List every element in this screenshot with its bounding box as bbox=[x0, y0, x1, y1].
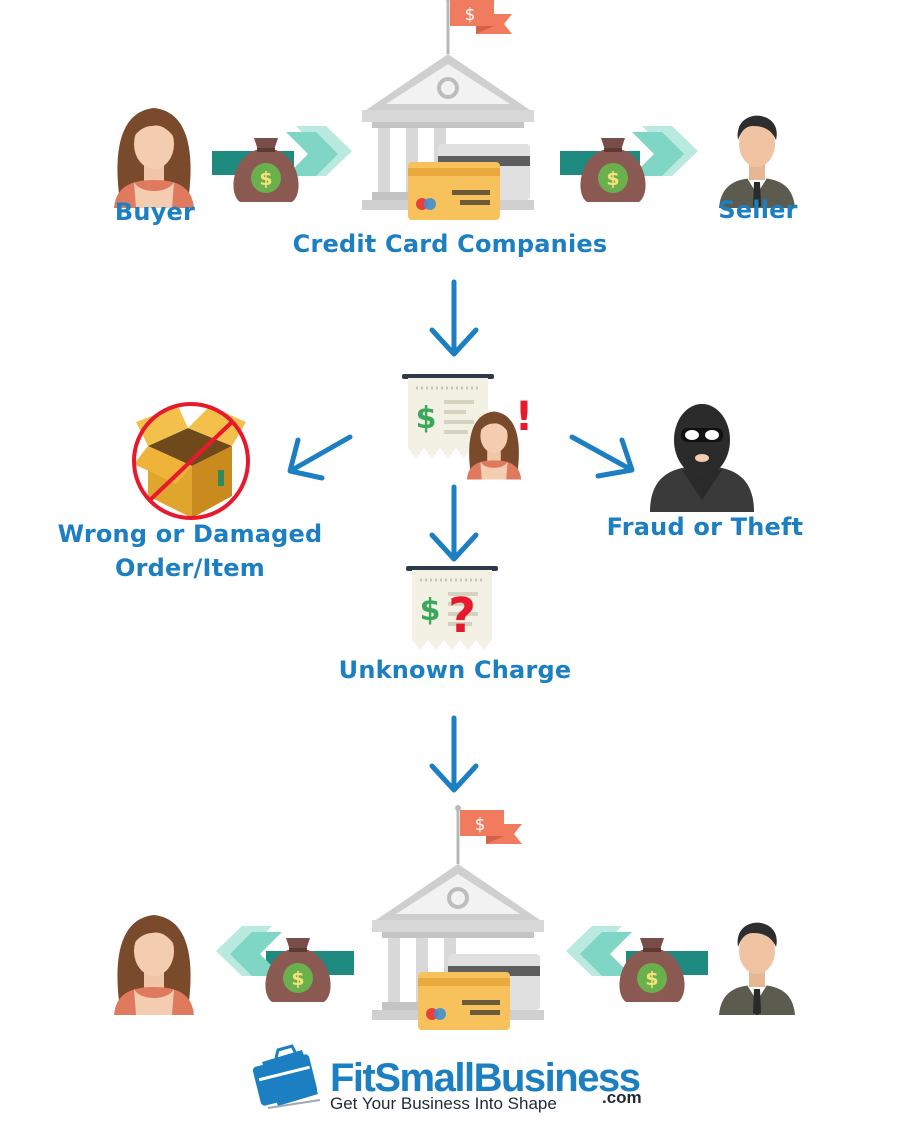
money-bag-icon bbox=[580, 138, 646, 202]
money-bag-icon bbox=[619, 938, 685, 1002]
bank-icon bbox=[360, 0, 536, 222]
brand-logo: FitSmallBusiness Get Your Business Into … bbox=[330, 1056, 642, 1114]
no-symbol-icon bbox=[132, 402, 250, 520]
buyer-avatar-icon bbox=[114, 108, 194, 208]
wrong-label-line1: Wrong or Damaged bbox=[57, 520, 323, 548]
thief-icon bbox=[650, 404, 754, 512]
right-arrow-icon bbox=[569, 434, 635, 479]
alert-mark: ! bbox=[515, 394, 533, 440]
brand-tagline-row: Get Your Business Into Shape .com bbox=[330, 1088, 642, 1114]
money-bag-icon bbox=[233, 138, 299, 202]
brand-name: FitSmallBusiness bbox=[330, 1056, 641, 1100]
brand-tagline: Get Your Business Into Shape bbox=[330, 1094, 557, 1113]
bank-icon bbox=[370, 803, 546, 1032]
down-arrow-icon bbox=[432, 718, 476, 790]
wrong-damaged-label: Wrong or Damaged Order/Item bbox=[40, 517, 340, 585]
buyer-label: Buyer bbox=[114, 198, 196, 226]
brand-domain: .com bbox=[602, 1088, 642, 1107]
wrong-label-line2: Order/Item bbox=[115, 554, 265, 582]
fraud-theft-label: Fraud or Theft bbox=[606, 513, 804, 541]
down-arrow-icon bbox=[432, 487, 476, 559]
unknown-receipt-icon: ? bbox=[404, 564, 500, 652]
seller-label: Seller bbox=[718, 196, 798, 224]
briefcase-logo-icon bbox=[252, 1044, 321, 1109]
disputed-receipt-icon: ! bbox=[400, 372, 533, 480]
unknown-charge-label: Unknown Charge bbox=[338, 656, 572, 684]
left-arrow-icon bbox=[287, 434, 353, 481]
seller-avatar-icon bbox=[719, 115, 795, 208]
buyer-avatar-icon bbox=[114, 915, 194, 1015]
credit-card-companies-label: Credit Card Companies bbox=[292, 230, 608, 258]
money-bag-icon bbox=[265, 938, 331, 1002]
down-arrow-icon bbox=[432, 282, 476, 354]
seller-avatar-icon bbox=[719, 922, 795, 1015]
question-mark: ? bbox=[448, 588, 476, 644]
